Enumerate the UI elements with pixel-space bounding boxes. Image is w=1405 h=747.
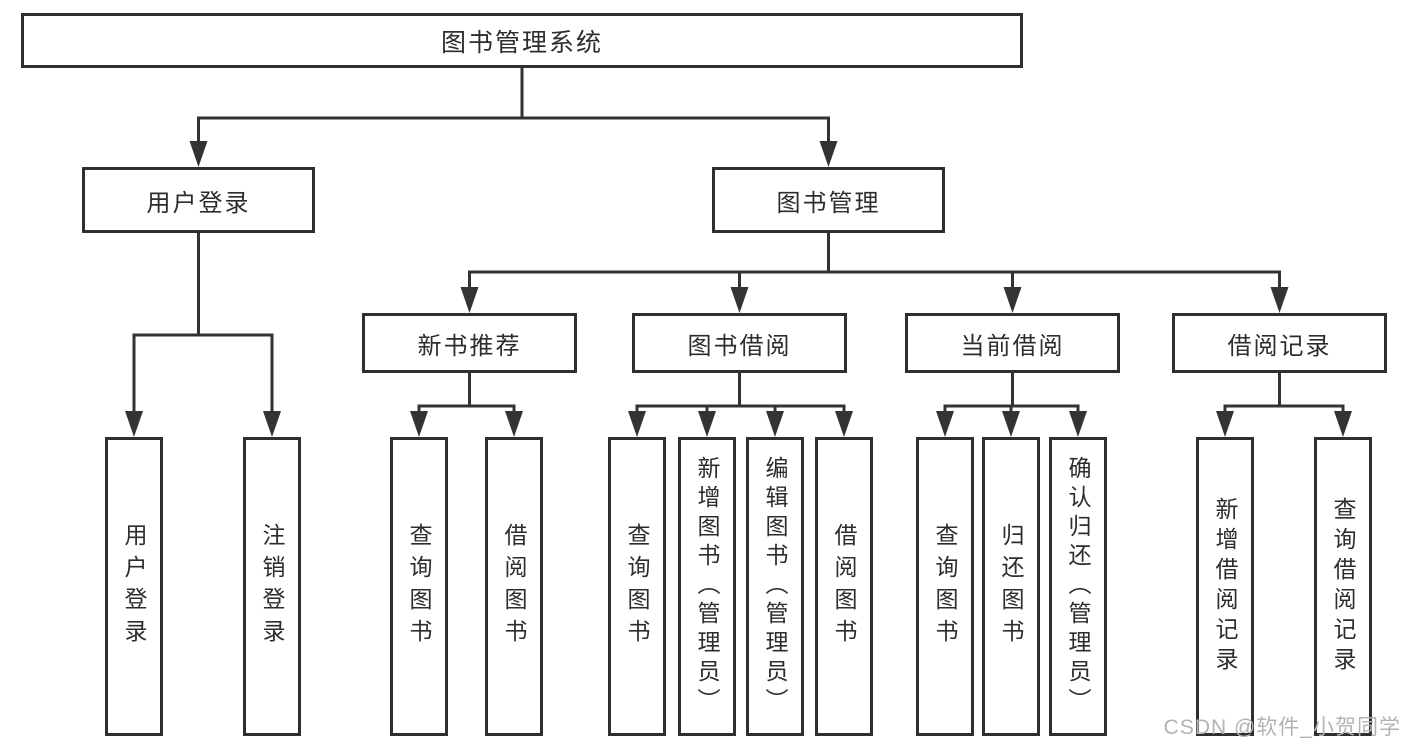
arrow-icon	[730, 287, 749, 313]
edge-userlogin-to-leaves	[132, 233, 274, 415]
node-new-book-recommend: 新书推荐	[362, 313, 577, 373]
arrow-icon	[936, 411, 954, 437]
node-borrow-records: 借阅记录	[1172, 313, 1387, 373]
leaf-confirm-return-admin: 确认归还（管理员）	[1049, 437, 1107, 736]
edge-bookborrow-group	[635, 373, 846, 415]
arrow-icon	[1270, 287, 1289, 313]
arrow-icon	[766, 411, 784, 437]
edge-borrowrecords-group	[1223, 373, 1345, 415]
edge-bookmgmt-to-level3	[468, 233, 1281, 291]
arrow-icon	[1069, 411, 1087, 437]
arrow-icon	[189, 141, 208, 167]
leaf-borrow-books-recommend: 借阅图书	[485, 437, 543, 736]
node-book-management: 图书管理	[712, 167, 945, 233]
arrow-icon	[505, 411, 523, 437]
arrow-icon	[1216, 411, 1234, 437]
leaf-add-borrow-record: 新增借阅记录	[1196, 437, 1254, 736]
arrow-icon	[1003, 287, 1022, 313]
leaf-edit-books-admin: 编辑图书（管理员）	[746, 437, 804, 736]
leaf-user-login: 用户登录	[105, 437, 163, 736]
edge-newbook-group	[417, 373, 516, 415]
arrow-icon	[263, 411, 281, 437]
node-user-login: 用户登录	[82, 167, 315, 233]
leaf-query-books-borrow: 查询图书	[608, 437, 666, 736]
arrow-icon	[1334, 411, 1352, 437]
leaf-return-books: 归还图书	[982, 437, 1040, 736]
arrow-icon	[1002, 411, 1020, 437]
leaf-borrow-books: 借阅图书	[815, 437, 873, 736]
node-root-system: 图书管理系统	[21, 13, 1023, 68]
arrow-icon	[819, 141, 838, 167]
edge-root-to-level2	[197, 68, 830, 145]
leaf-query-borrow-record: 查询借阅记录	[1314, 437, 1372, 736]
leaf-query-books-current: 查询图书	[916, 437, 974, 736]
arrow-icon	[410, 411, 428, 437]
arrow-icon	[125, 411, 143, 437]
arrow-icon	[835, 411, 853, 437]
arrowheads	[125, 141, 1352, 437]
leaf-query-books-recommend: 查询图书	[390, 437, 448, 736]
arrow-icon	[698, 411, 716, 437]
node-current-borrow: 当前借阅	[905, 313, 1120, 373]
leaf-logout: 注销登录	[243, 437, 301, 736]
edge-currentborrow-group	[943, 373, 1080, 415]
watermark: CSDN @软件_小贺同学	[1163, 716, 1401, 739]
arrow-icon	[460, 287, 479, 313]
leaf-add-books-admin: 新增图书（管理员）	[678, 437, 736, 736]
node-book-borrow: 图书借阅	[632, 313, 847, 373]
arrow-icon	[628, 411, 646, 437]
